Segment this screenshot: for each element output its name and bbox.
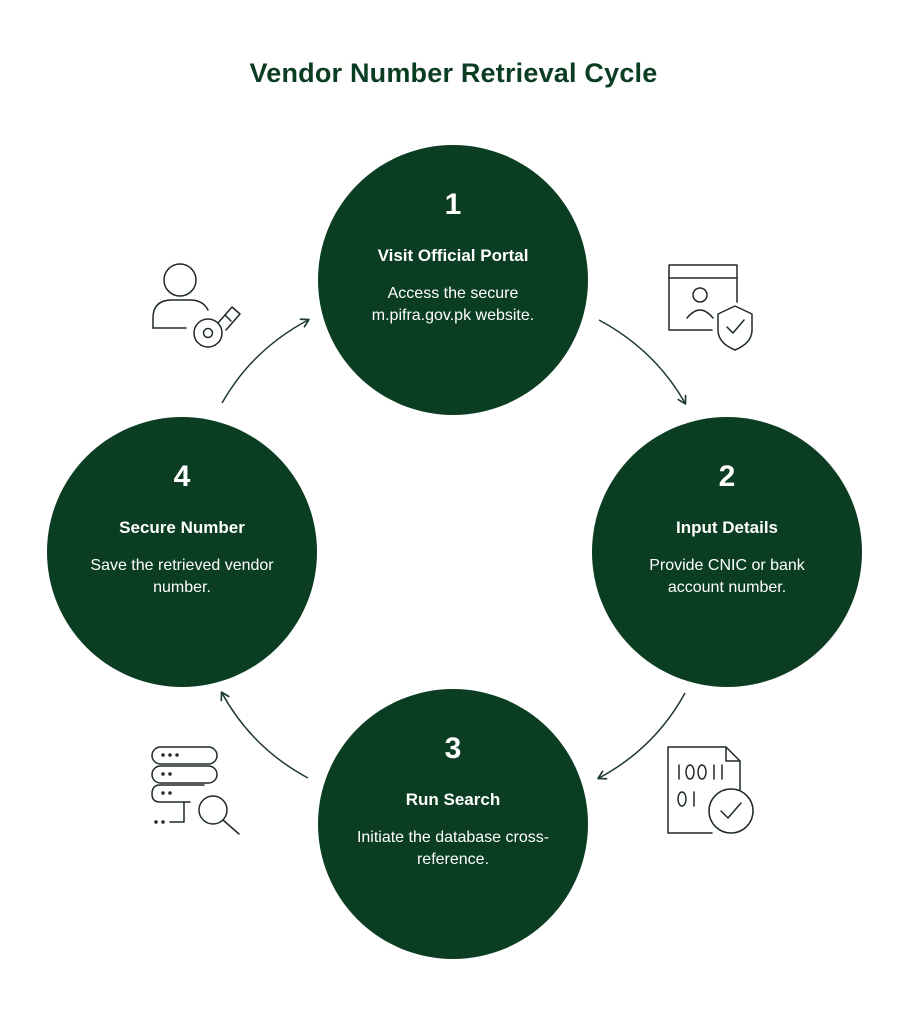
step-2-description: Provide CNIC or bank account number. [649, 557, 805, 596]
arrow-step-2-to-3 [597, 692, 686, 780]
diagram-title: Vendor Number Retrieval Cycle [249, 58, 658, 88]
step-4-circle: 4 Secure Number Save the retrieved vendo… [47, 417, 317, 687]
arrow-step-4-to-1 [221, 318, 310, 404]
step-3-number: 3 [444, 732, 462, 765]
profile-window-shield-icon [668, 264, 753, 351]
user-key-icon [152, 263, 241, 348]
step-4-heading: Secure Number [119, 518, 245, 537]
step-2-heading: Input Details [675, 518, 778, 537]
step-1-description: Access the secure m.pifra.gov.pk website… [371, 285, 535, 324]
step-3-circle: 3 Run Search Initiate the database cross… [318, 689, 588, 959]
database-search-icon [151, 746, 240, 835]
arrow-step-1-to-2 [598, 319, 687, 405]
step-1-circle: 1 Visit Official Portal Access the secur… [318, 145, 588, 415]
step-1-heading: Visit Official Portal [377, 246, 529, 265]
step-1-number: 1 [444, 188, 462, 221]
step-2-number: 2 [718, 460, 736, 493]
step-4-description: Save the retrieved vendor number. [90, 557, 274, 596]
step-2-circle: 2 Input Details Provide CNIC or bank acc… [592, 417, 862, 687]
step-4-number: 4 [173, 460, 191, 493]
step-3-heading: Run Search [405, 790, 501, 809]
step-3-description: Initiate the database cross-reference. [356, 829, 550, 868]
binary-document-check-icon [667, 746, 754, 834]
arrow-step-3-to-4 [220, 691, 309, 779]
